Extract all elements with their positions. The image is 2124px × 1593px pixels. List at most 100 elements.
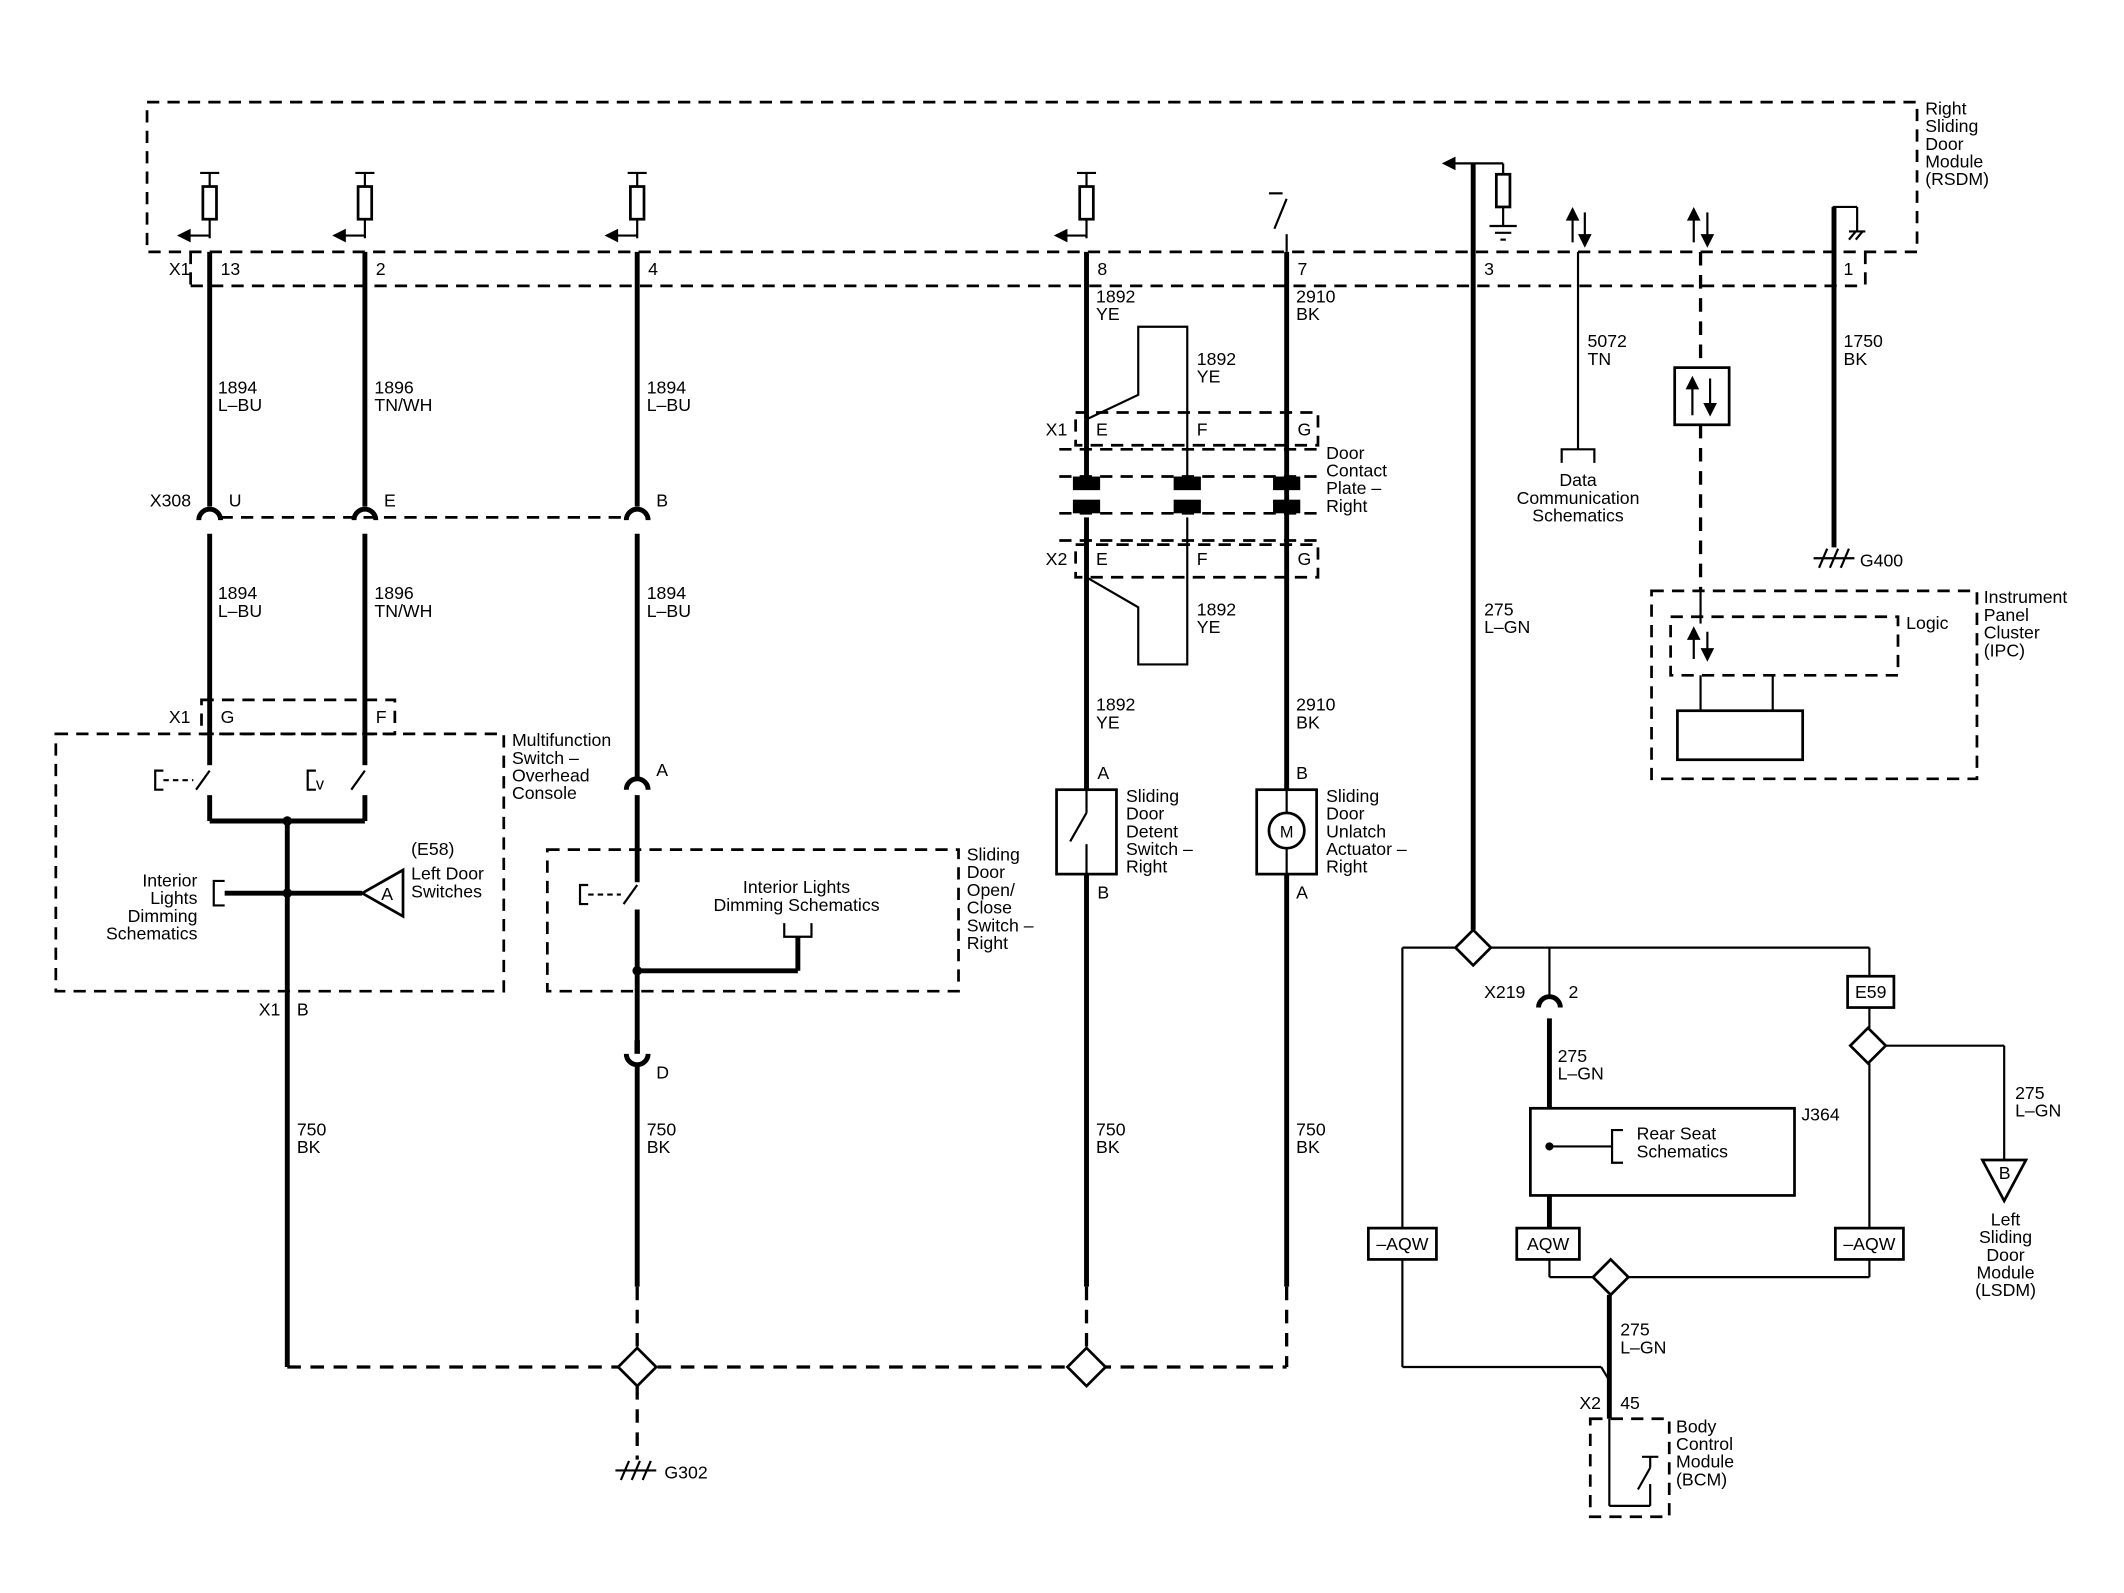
wire-1892-number: 1892: [1197, 599, 1236, 619]
bcm-module: X2 45 Body Control Module (BCM): [1579, 1393, 1734, 1519]
wire-1896-number: 1896: [374, 583, 414, 603]
wire-1894-color: L–BU: [647, 395, 691, 415]
svg-text:v: v: [316, 776, 325, 794]
x1-b-pin: B: [297, 1000, 309, 1020]
contact-x2-pin-f: F: [1197, 549, 1208, 569]
lsdm-pin: B: [1999, 1163, 2011, 1183]
mfs-label-4: Console: [512, 783, 577, 803]
open-close-label-2: Door: [967, 862, 1005, 882]
contact-x1-pin-e: E: [1096, 420, 1108, 440]
wire-750-color: BK: [1296, 1137, 1320, 1157]
ipc-module: Logic Instrument Panel Cluster (IPC): [1650, 251, 2067, 781]
wire-750-number: 750: [647, 1120, 677, 1140]
wire-1750-number: 1750: [1844, 331, 1884, 351]
left-door-switches-3: Switches: [411, 881, 482, 901]
wire-1894-color: L–BU: [218, 395, 262, 415]
wire-1892-number: 1892: [1096, 695, 1135, 715]
wire-1894-color: L–BU: [218, 601, 262, 621]
wire-750-color: BK: [297, 1137, 321, 1157]
wire-275-number: 275: [2015, 1083, 2045, 1103]
detent-label-4: Switch –: [1126, 839, 1193, 859]
detent-label-5: Right: [1126, 857, 1167, 877]
rear-seat-ref-2: Schematics: [1637, 1141, 1729, 1161]
x1-label: X1: [169, 259, 191, 279]
rsdm-label-1: Right: [1925, 98, 1966, 118]
open-close-pin-a: A: [656, 760, 668, 780]
rsdm-module: Right Sliding Door Module (RSDM): [145, 98, 1989, 288]
x308-pin-e: E: [384, 490, 396, 510]
circuit-2910: 2910 BK 2910 BK M B A Sliding Door Unlat…: [1255, 251, 1407, 1367]
wire-1896-number: 1896: [374, 377, 414, 397]
wire-5072-color: TN: [1588, 349, 1612, 369]
mfs-pin-f: F: [376, 707, 387, 727]
actuator-label-5: Right: [1326, 857, 1367, 877]
wire-1892-number: 1892: [1197, 349, 1236, 369]
actuator-pin-a: A: [1296, 883, 1308, 903]
x219-label: X219: [1484, 982, 1525, 1002]
circuit-1894-b: 1894 L–BU 1894 L–BU: [623, 251, 691, 779]
ipc-label-2: Panel: [1984, 605, 2029, 625]
wire-1894-number: 1894: [218, 583, 258, 603]
x308-pin-u: U: [229, 490, 242, 510]
contact-plate-label-4: Right: [1326, 496, 1367, 516]
ipc-label-4: (IPC): [1984, 640, 2025, 660]
bcm-label-2: Control: [1676, 1434, 1733, 1454]
rsdm-inputs: [177, 156, 1866, 252]
bcm-x2-label: X2: [1579, 1393, 1601, 1413]
bidirectional-arrow-icon: [1685, 375, 1717, 417]
bcm-label-1: Body: [1676, 1416, 1716, 1436]
g302-label: G302: [664, 1463, 707, 1483]
detent-pin-b: B: [1097, 883, 1109, 903]
wire-275-color: L–GN: [2015, 1100, 2061, 1120]
wire-1896-color: TN/WH: [374, 395, 432, 415]
interior-lights-ref-4: Schematics: [106, 923, 198, 943]
door-contact-plate: X1 E F G X2 E F G Door Contact Plate – R…: [1046, 411, 1387, 579]
wire-2910-number: 2910: [1296, 695, 1336, 715]
mfs-pin-g: G: [221, 707, 235, 727]
rsdm-label-4: Module: [1925, 151, 1983, 171]
rsdm-label-5: (RSDM): [1925, 169, 1989, 189]
x308-connector: X308 U E B: [150, 490, 668, 519]
wire-2910-color: BK: [1296, 304, 1320, 324]
svg-text:M: M: [1280, 823, 1294, 841]
x1-pin-8: 8: [1097, 259, 1107, 279]
wire-275-number: 275: [1484, 599, 1514, 619]
mfs-label-3: Overhead: [512, 766, 590, 786]
actuator-label-2: Door: [1326, 804, 1364, 824]
wire-275-color: L–GN: [1620, 1337, 1666, 1357]
wire-1894-number: 1894: [647, 583, 687, 603]
g400-label: G400: [1860, 550, 1903, 570]
detent-pin-a: A: [1097, 763, 1109, 783]
x219-pin: 2: [1568, 982, 1578, 1002]
x1-pin-2: 2: [376, 259, 386, 279]
contact-x1-label: X1: [1046, 420, 1068, 440]
interior-lights-center-1: Interior Lights: [743, 877, 850, 897]
open-close-pin-d: D: [656, 1062, 669, 1082]
bcm-pin-45: 45: [1620, 1393, 1640, 1413]
wire-1896-color: TN/WH: [374, 601, 432, 621]
diamond-splice-icon: [1848, 1026, 1888, 1066]
open-close-label-4: Close: [967, 898, 1012, 918]
wire-1892-color: YE: [1096, 304, 1120, 324]
wire-1892-color: YE: [1096, 712, 1120, 732]
wire-1750-color: BK: [1844, 349, 1868, 369]
x308-label: X308: [150, 490, 191, 510]
x1-b-label: X1: [259, 1000, 281, 1020]
bidirectional-arrow-icon: [1686, 206, 1715, 248]
open-close-label-1: Sliding: [967, 844, 1020, 864]
wire-1894-number: 1894: [218, 377, 258, 397]
left-door-switch-pin: A: [381, 884, 393, 904]
diamond-splice-icon: [1453, 928, 1493, 968]
wire-2910-color: BK: [1296, 712, 1320, 732]
x1-pin-3: 3: [1484, 259, 1494, 279]
motor-icon: [1267, 811, 1306, 850]
fuse-icon: [604, 171, 647, 243]
detent-label-3: Detent: [1126, 821, 1178, 841]
open-close-label-3: Open/: [967, 880, 1015, 900]
ipc-logic-label: Logic: [1906, 613, 1948, 633]
x1-mfs-label: X1: [169, 707, 191, 727]
wire-275-number: 275: [1558, 1046, 1588, 1066]
multifunction-switch: X1 G F Multifunction Switch – Overhead C…: [54, 698, 611, 1367]
ground-icon: [615, 1460, 657, 1481]
left-door-switches-2: Left Door: [411, 864, 484, 884]
